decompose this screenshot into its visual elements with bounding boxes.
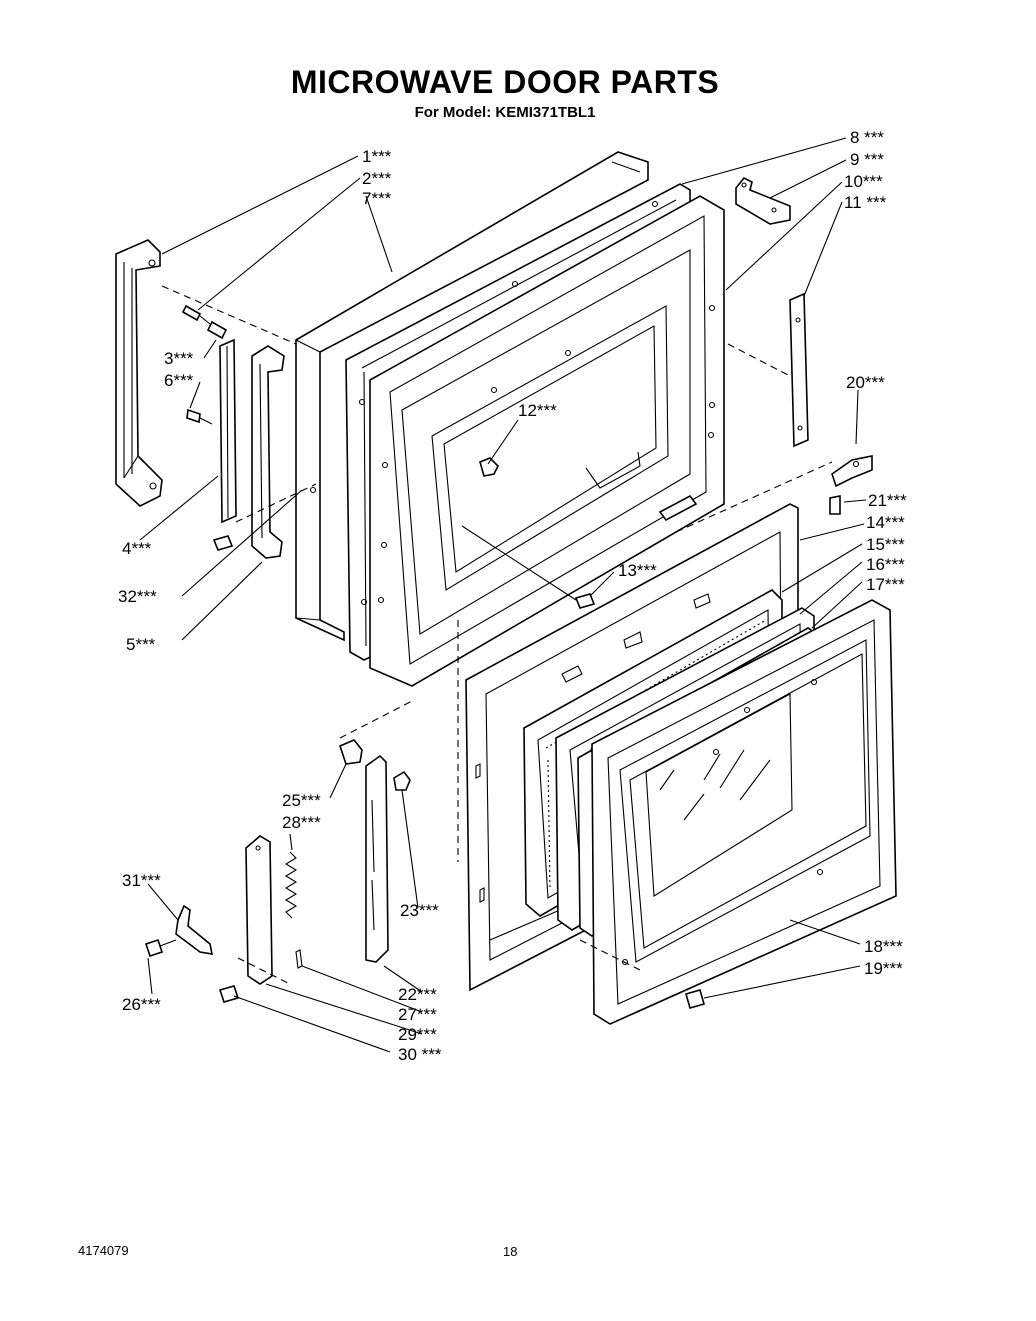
- callout-14: 14***: [866, 513, 905, 532]
- outer-window-part-18: [591, 599, 897, 1025]
- callout-27: 27***: [398, 1005, 437, 1024]
- handle-screws-part-2-3: [181, 304, 228, 340]
- callout-5: 5***: [126, 635, 156, 654]
- callout-4: 4***: [122, 539, 152, 558]
- hinge-bracket-part-9: [735, 176, 791, 225]
- callout-18: 18***: [864, 937, 903, 956]
- handle-bracket-part-5: [251, 345, 285, 559]
- hinge-part-20: [831, 455, 873, 488]
- callout-30: 30 ***: [398, 1045, 442, 1064]
- pin-part-27: [295, 949, 303, 969]
- screw-part-30: [218, 985, 240, 1003]
- callout-17: 17***: [866, 575, 905, 594]
- callout-7: 7***: [362, 189, 392, 208]
- diagram-title: MICROWAVE DOOR PARTS: [290, 64, 720, 100]
- callout-16: 16***: [866, 555, 905, 574]
- callout-2: 2***: [362, 169, 392, 188]
- callout-8: 8 ***: [850, 128, 884, 147]
- screw-part-26: [144, 938, 177, 958]
- document-number: 4174079: [78, 1243, 129, 1258]
- screw-part-21: [829, 495, 841, 515]
- callout-11: 11 ***: [844, 193, 887, 212]
- callout-29: 29***: [398, 1025, 437, 1044]
- callout-25: 25***: [282, 791, 321, 810]
- callout-15: 15***: [866, 535, 905, 554]
- latch-arm-part-29: [245, 835, 273, 985]
- callout-13: 13***: [618, 561, 657, 580]
- callout-3: 3***: [164, 349, 194, 368]
- latch-plate-part-22: [365, 754, 389, 963]
- model-subtitle: For Model: KEMI371TBL1: [414, 104, 596, 121]
- callout-labels: 1*** 2*** 7*** 3*** 6*** 4*** 32*** 5***…: [118, 128, 907, 1064]
- screw-part-6: [186, 408, 213, 425]
- screw-part-32: [212, 535, 234, 551]
- page-number: 18: [503, 1244, 518, 1259]
- callout-9: 9 ***: [850, 150, 884, 169]
- callout-12: 12***: [518, 401, 557, 420]
- callout-21: 21***: [868, 491, 907, 510]
- callout-32: 32***: [118, 587, 157, 606]
- nut-part-12: [479, 457, 499, 477]
- assembly-guide-lines: [161, 285, 833, 985]
- callout-19: 19***: [864, 959, 903, 978]
- inner-door-chassis: [369, 195, 725, 687]
- callout-28: 28***: [282, 813, 321, 832]
- door-handle-part-1: [115, 239, 163, 507]
- latch-block-part-25: [339, 739, 363, 765]
- callout-10: 10***: [844, 172, 883, 191]
- callout-22: 22***: [398, 985, 437, 1004]
- callout-leader-lines: [139, 137, 867, 1053]
- callout-31: 31***: [122, 871, 161, 890]
- callout-6: 6***: [164, 371, 194, 390]
- callout-26: 26***: [122, 995, 161, 1014]
- callout-20: 20***: [846, 373, 885, 392]
- screw-part-19: [685, 989, 705, 1009]
- handle-insert-part-4: [219, 338, 237, 524]
- latch-lever-part-31: [175, 904, 214, 955]
- callout-23: 23***: [400, 901, 439, 920]
- spring-part-28: [284, 851, 298, 919]
- hinge-strip-part-11: [789, 292, 809, 448]
- screw-part-13: [461, 525, 596, 609]
- outer-door-frame-part-7: [295, 151, 649, 642]
- nut-part-23: [393, 770, 411, 791]
- callout-1: 1***: [362, 147, 392, 166]
